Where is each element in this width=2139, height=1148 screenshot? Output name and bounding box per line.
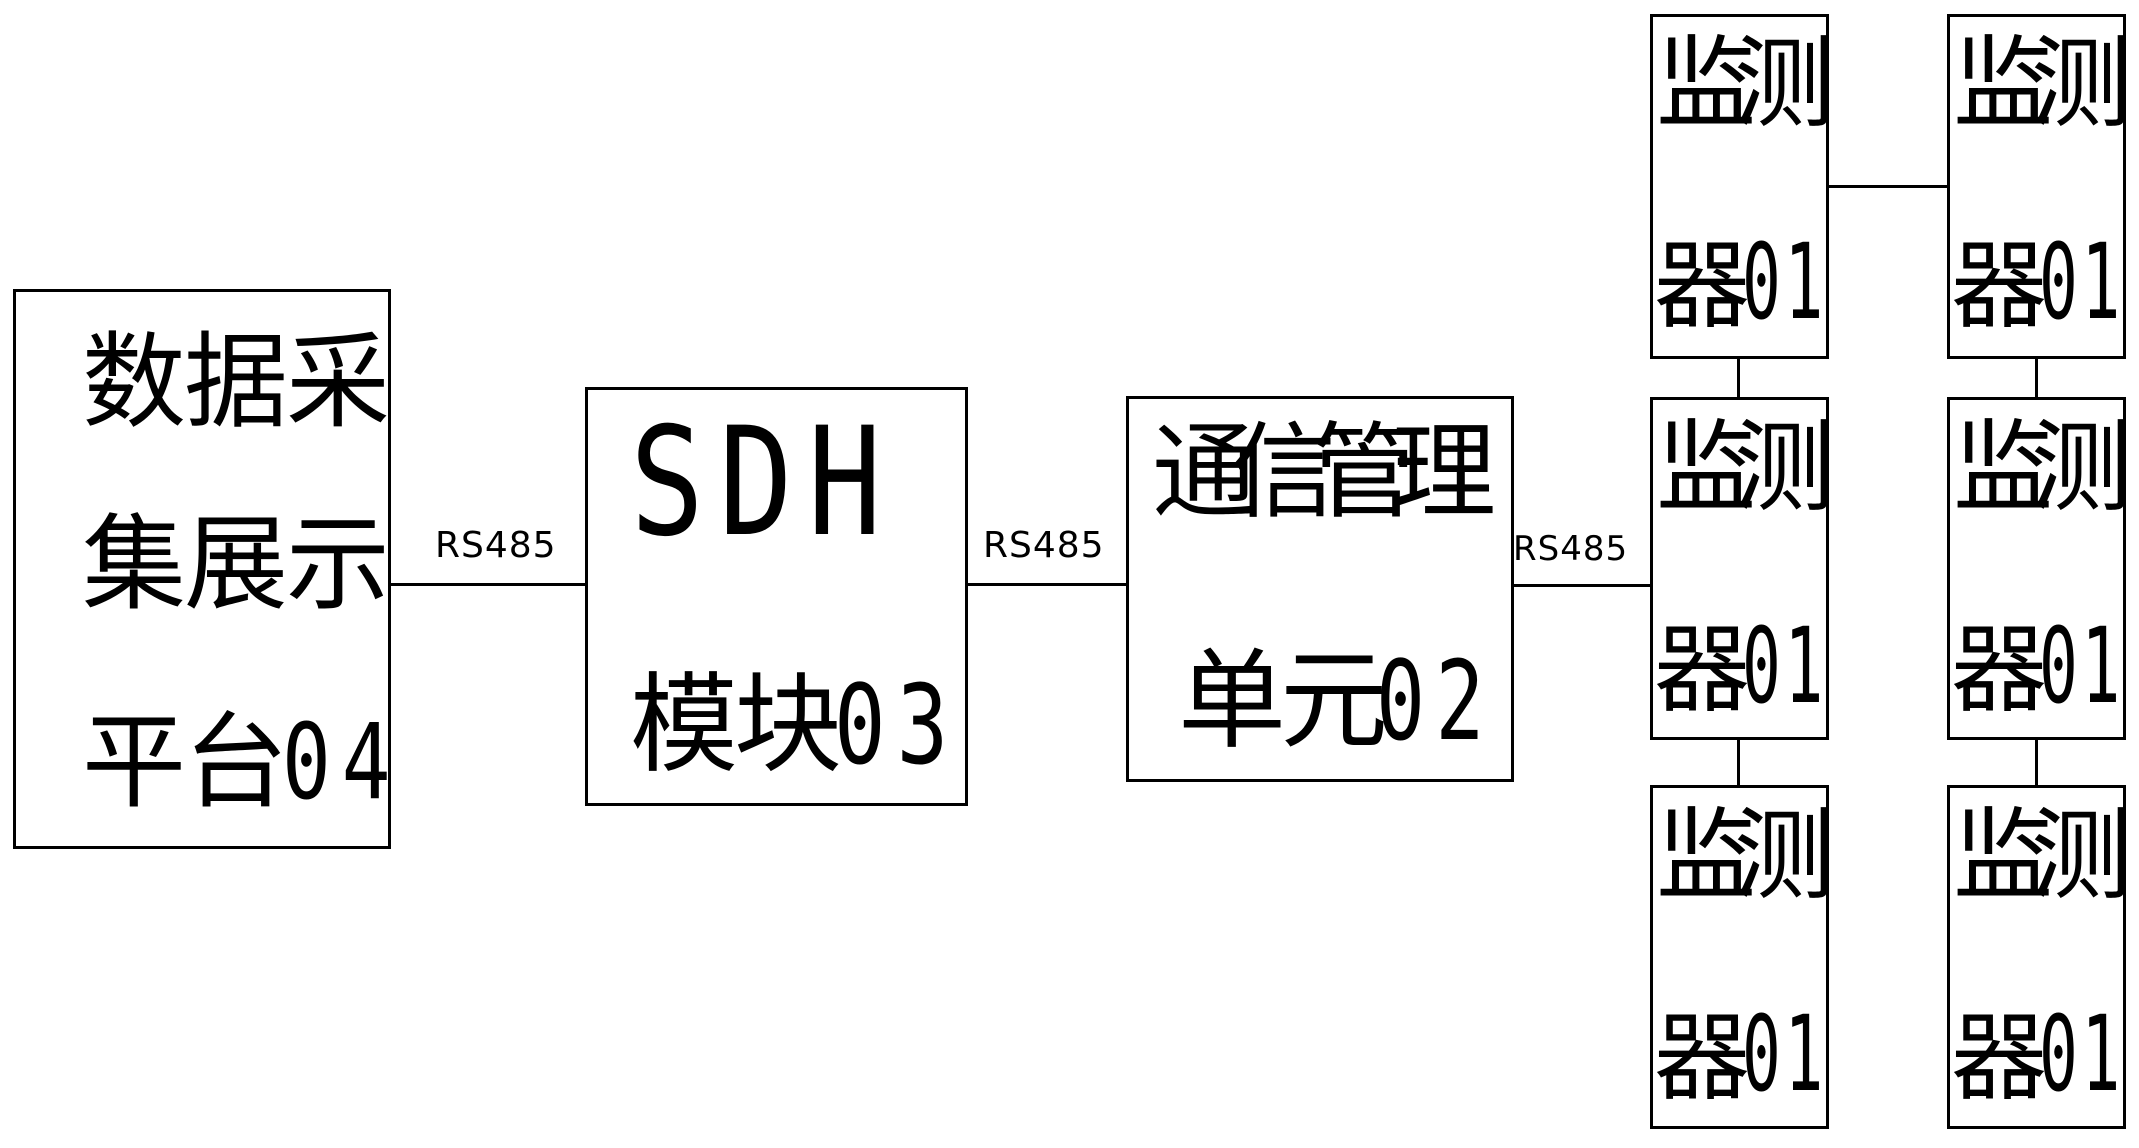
platform-04-label-han: 平台 <box>82 701 288 823</box>
monitor-01-c2-r1-label-line1: 监测 <box>1953 25 2131 142</box>
monitor-01-c1-r2-box <box>1650 397 1829 740</box>
sdh-module-03-label-line2: 模块 03 <box>630 640 994 780</box>
rs485-label-1: RS485 <box>435 525 557 566</box>
monitor-01-c1-r1-label-line1: 监测 <box>1656 25 1834 142</box>
platform-04-code: 04 <box>282 701 402 823</box>
monitor-01-c1-r1-box <box>1650 14 1829 359</box>
platform-04-label-line2: 集展示 <box>82 503 390 625</box>
monitor-01-c1-r3-code: 01 <box>1742 993 1828 1115</box>
comm-unit-02-label-line1: 通信管理 <box>1152 411 1496 533</box>
monitor-01-c2-r2-label-line1: 监测 <box>1953 409 2131 526</box>
comm-unit-02-box <box>1126 396 1514 782</box>
monitor-link-col2-r2-r3 <box>2035 739 2038 786</box>
monitor-01-c2-r1-label-line2: 器 01 <box>1951 214 2139 334</box>
monitor-link-col2-r1-r2 <box>2035 357 2038 398</box>
monitor-01-c1-r2-code: 01 <box>1742 605 1828 727</box>
sdh-module-03-box <box>585 387 968 806</box>
monitor-01-c2-r3-label-han: 器 <box>1951 1002 2047 1114</box>
monitor-01-c1-r2-label-han: 器 <box>1654 614 1750 726</box>
comm-unit-02-code: 02 <box>1376 637 1495 765</box>
monitor-link-row1-horizontal <box>1827 185 1949 188</box>
monitor-01-c1-r1-code: 01 <box>1742 221 1828 343</box>
monitor-01-c1-r1-label-line2: 器 01 <box>1654 214 1879 334</box>
monitor-01-c2-r3-code: 01 <box>2039 993 2125 1115</box>
monitor-link-col1-r2-r3 <box>1737 739 1740 786</box>
rs485-link-comm-monitors <box>1513 584 1650 587</box>
sdh-module-03-code: 03 <box>834 661 960 789</box>
monitor-01-c2-r1-label-han: 器 <box>1951 230 2047 342</box>
monitor-01-c1-r2-label-line2: 器 01 <box>1654 598 1879 718</box>
rs485-label-2: RS485 <box>983 525 1105 566</box>
monitor-01-c2-r2-code: 01 <box>2039 605 2125 727</box>
comm-unit-02-label-line2: 单元 02 <box>1178 624 1536 756</box>
monitor-01-c1-r3-label-han: 器 <box>1654 1002 1750 1114</box>
monitor-01-c1-r2-label-line1: 监测 <box>1656 409 1834 526</box>
monitor-01-c1-r3-label-line1: 监测 <box>1656 797 1834 914</box>
rs485-link-sdh-comm <box>967 583 1127 586</box>
monitor-01-c1-r1-label-han: 器 <box>1654 230 1750 342</box>
monitor-01-c2-r2-label-han: 器 <box>1951 614 2047 726</box>
platform-04-label-line3: 平台 04 <box>82 694 435 814</box>
rs485-link-platform-sdh <box>390 583 586 586</box>
monitor-01-c2-r1-box <box>1947 14 2126 359</box>
monitor-01-c1-r3-label-line2: 器 01 <box>1654 986 1879 1106</box>
platform-04-label-line1: 数据采 <box>82 321 390 443</box>
monitor-01-c2-r2-label-line2: 器 01 <box>1951 598 2139 718</box>
monitor-link-col1-r1-r2 <box>1737 357 1740 398</box>
monitor-01-c2-r3-box <box>1947 785 2126 1129</box>
monitor-01-c2-r1-code: 01 <box>2039 221 2125 343</box>
monitor-01-c2-r3-label-line1: 监测 <box>1953 797 2131 914</box>
comm-unit-02-label-han: 单元 <box>1178 639 1388 764</box>
monitor-01-c2-r2-box <box>1947 397 2126 740</box>
sdh-module-03-label-line1: SDH <box>630 396 897 570</box>
platform-04-box <box>13 289 391 849</box>
monitor-01-c1-r3-box <box>1650 785 1829 1129</box>
sdh-module-03-label-han: 模块 <box>630 663 842 788</box>
rs485-label-3: RS485 <box>1513 529 1629 569</box>
monitor-01-c2-r3-label-line2: 器 01 <box>1951 986 2139 1106</box>
